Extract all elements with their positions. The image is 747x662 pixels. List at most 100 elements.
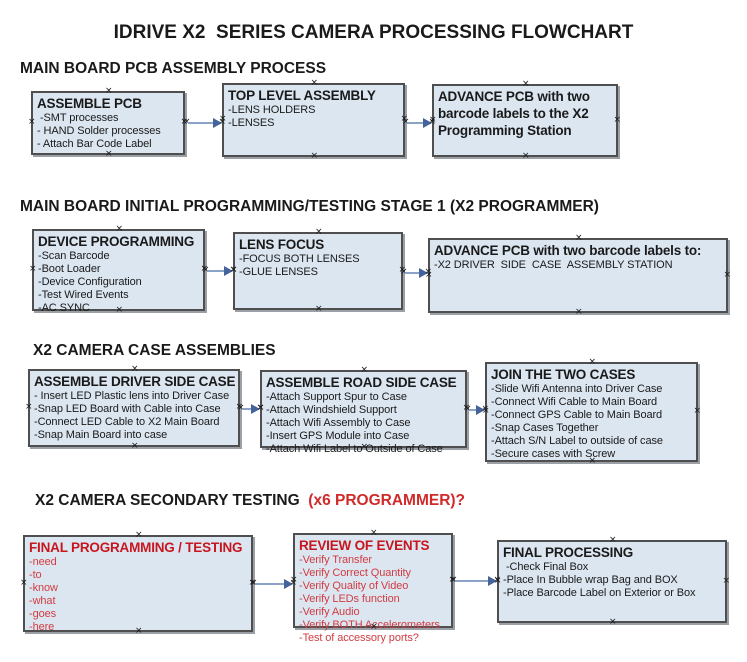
box-title: LENS FOCUS (239, 237, 325, 252)
box-title: TOP LEVEL ASSEMBLY (228, 88, 376, 103)
box-item: -Boot Loader (38, 263, 101, 275)
connector-arrow: ×× (183, 117, 226, 128)
flow-box-assemble-pcb: ASSEMBLE PCB -SMT processes- HAND Solder… (28, 87, 188, 159)
flow-box-final-processing: FINAL PROCESSING -Check Final Box-Place … (494, 536, 730, 627)
connection-handle-icon: × (722, 575, 730, 586)
section-heading-case-assemblies: X2 CAMERA CASE ASSEMBLIES (33, 342, 276, 359)
box-item: -Connect LED Cable to X2 Main Board (34, 416, 220, 428)
connector-endpoint-icon: × (229, 265, 237, 275)
connection-handle-icon: × (315, 304, 323, 314)
box-item: -LENS HOLDERS (228, 104, 316, 116)
box-items: -SMT processes- HAND Solder processes- A… (37, 112, 179, 151)
box-items: -need-to-know-what-goes-here (29, 556, 247, 634)
connector-line (469, 409, 478, 411)
box-item: -Attach Wifi Assembly to Case (266, 417, 411, 429)
box-items: -X2 DRIVER SIDE CASE ASSEMBLY STATION (434, 259, 722, 272)
box-item: -Attach Wifi Label to Outside of Case (266, 443, 443, 455)
box-item: -to (29, 569, 42, 581)
connection-handle-icon: × (29, 264, 37, 274)
connection-handle-icon: × (723, 269, 731, 280)
connector-arrow: ×× (202, 265, 237, 276)
box-title: FINAL PROCESSING (503, 545, 634, 560)
box-item: -Snap Cases Together (491, 422, 599, 434)
connector-endpoint-icon: × (250, 578, 258, 588)
box-item: - Attach Bar Code Label (37, 138, 152, 150)
arrowhead-icon (284, 579, 293, 589)
box-title: FINAL PROGRAMMING / TESTING (29, 540, 243, 555)
box-title: ADVANCE PCB with two barcode labels to: (434, 243, 702, 258)
box-items: -Attach Support Spur to Case-Attach Wind… (266, 391, 461, 456)
section-heading-pcb-assembly: MAIN BOARD PCB ASSEMBLY PROCESS (20, 60, 327, 77)
box-item: -Verify Correct Quantity (299, 567, 411, 579)
connector-line (207, 270, 226, 272)
connector-arrow: ×× (402, 117, 436, 128)
arrowhead-icon (213, 118, 222, 128)
connection-handle-icon: × (131, 441, 139, 451)
connector-endpoint-icon: × (428, 117, 436, 127)
connector-line (242, 408, 253, 410)
box-item: -Test of accessory ports? (299, 632, 419, 644)
connector-endpoint-icon: × (450, 575, 458, 585)
flow-box-lens-focus: LENS FOCUS -FOCUS BOTH LENSES-GLUE LENSE… (230, 228, 406, 314)
box-item: -Verify Transfer (299, 554, 372, 566)
connector-endpoint-icon: × (183, 117, 191, 127)
connector-arrow: ×× (450, 575, 501, 586)
box-item: -Verify Audio (299, 606, 360, 618)
flow-box-device-programming: DEVICE PROGRAMMING -Scan Barcode-Boot Lo… (29, 225, 208, 315)
connection-handle-icon: × (310, 151, 319, 161)
box-item: -SMT processes (37, 112, 119, 124)
flow-box-assemble-road-side-case: ASSEMBLE ROAD SIDE CASE -Attach Support … (257, 366, 470, 456)
connector-arrow: ×× (464, 404, 489, 415)
connector-arrow: ×× (400, 267, 432, 278)
box-items: - Insert LED Plastic lens into Driver Ca… (34, 390, 234, 442)
connection-handle-icon: × (613, 114, 621, 125)
connection-handle-icon: × (28, 117, 36, 127)
box-items: -Verify Transfer-Verify Correct Quantity… (299, 554, 447, 645)
box-item: -need (29, 556, 57, 568)
section-heading-text: X2 CAMERA SECONDARY TESTING (35, 492, 300, 509)
connector-line (188, 122, 215, 124)
connector-endpoint-icon: × (202, 265, 210, 275)
box-item: -Scan Barcode (38, 250, 110, 262)
box-item: -Insert GPS Module into Case (266, 430, 410, 442)
box-item: - Insert LED Plastic lens into Driver Ca… (34, 390, 230, 402)
section-heading-initial-programming: MAIN BOARD INITIAL PROGRAMMING/TESTING S… (20, 198, 599, 215)
box-items: -Scan Barcode-Boot Loader-Device Configu… (38, 250, 199, 315)
box-items: -Slide Wifi Antenna into Driver Case-Con… (491, 383, 692, 461)
connection-handle-icon: × (20, 577, 28, 588)
connector-endpoint-icon: × (402, 117, 410, 127)
box-item: -Test Wired Events (38, 289, 129, 301)
connection-handle-icon: × (105, 149, 113, 159)
box-item: -Verify LEDs function (299, 593, 400, 605)
box-item: -know (29, 582, 58, 594)
section-heading-red-text: (x6 PROGRAMMER)? (299, 492, 466, 509)
connector-line (455, 580, 490, 582)
box-item: -Snap LED Board with Cable into Case (34, 403, 221, 415)
box-item: -Attach S/N Label to outside of case (491, 435, 663, 447)
box-item: -X2 DRIVER SIDE CASE ASSEMBLY STATION (434, 259, 673, 271)
connection-handle-icon: × (693, 406, 701, 416)
connector-endpoint-icon: × (424, 267, 432, 277)
box-items: -Check Final Box-Place In Bubble wrap Ba… (503, 561, 721, 600)
box-item: -Attach Windshield Support (266, 404, 397, 416)
connector-endpoint-icon: × (464, 404, 472, 414)
box-item: -Place In Bubble wrap Bag and BOX (503, 574, 678, 586)
flow-box-review-of-events: REVIEW OF EVENTS -Verify Transfer-Verify… (290, 529, 456, 645)
flow-box-join-the-two-cases: JOIN THE TWO CASES -Slide Wifi Antenna i… (482, 358, 701, 466)
box-item: -Snap Main Board into case (34, 429, 168, 441)
box-item: -Connect Wifi Cable to Main Board (491, 396, 658, 408)
arrowhead-icon (476, 405, 485, 415)
box-item: -Attach Support Spur to Case (266, 391, 407, 403)
flow-box-assemble-driver-side-case: ASSEMBLE DRIVER SIDE CASE - Insert LED P… (25, 365, 243, 451)
box-item: -AC SYNC (38, 302, 90, 314)
connector-line (405, 272, 421, 274)
box-title: JOIN THE TWO CASES (491, 367, 636, 382)
box-item: -GLUE LENSES (239, 266, 318, 278)
connector-endpoint-icon: × (237, 403, 245, 413)
connector-endpoint-icon: × (493, 575, 501, 585)
box-title: REVIEW OF EVENTS (299, 538, 430, 553)
arrowhead-icon (423, 118, 432, 128)
flow-box-advance-pcb-programming-station: ADVANCE PCB with two barcode labels to t… (429, 80, 621, 161)
box-items: -LENS HOLDERS-LENSES (228, 104, 399, 130)
connection-handle-icon: × (575, 307, 583, 317)
